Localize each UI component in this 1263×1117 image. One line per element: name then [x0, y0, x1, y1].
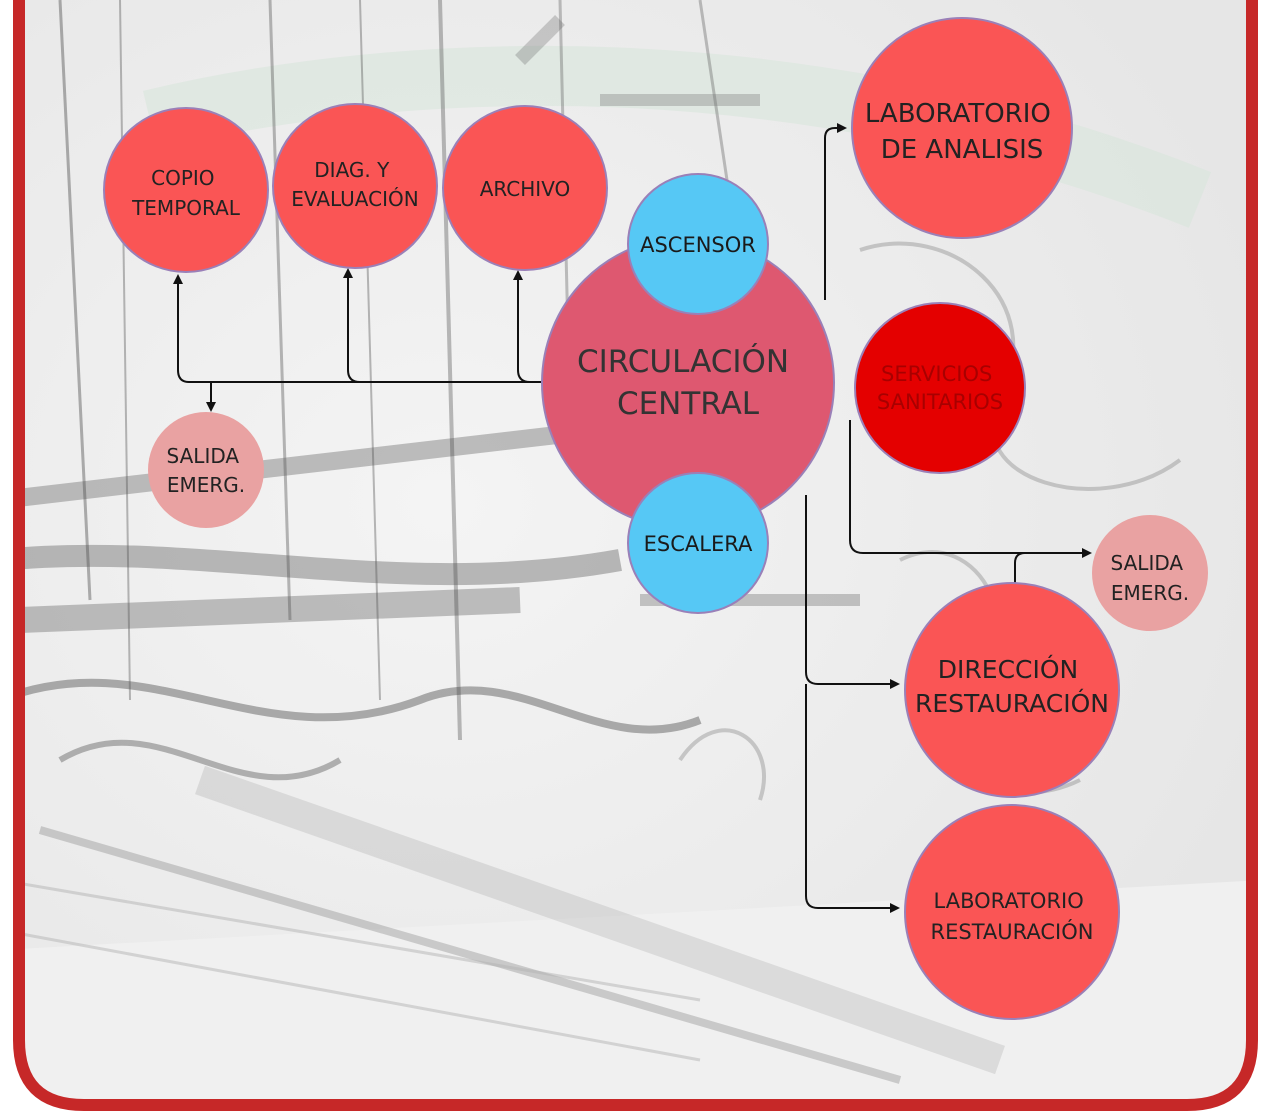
node-circulacion-label: CIRCULACIÓN CENTRAL: [577, 343, 799, 422]
node-archivo-label: ARCHIVO: [480, 177, 571, 201]
node-lab-restauracion: LABORATORIO RESTAURACIÓN: [904, 804, 1120, 1020]
connector-to-direccion: [805, 495, 900, 689]
node-salida-right: SALIDA EMERG.: [1092, 515, 1208, 631]
connector-to-archivo: [513, 270, 531, 383]
node-servicios-sanitarios: SERVICIOS SANITARIOS: [854, 302, 1026, 474]
connector-to-diag: [343, 268, 361, 383]
node-servicios-label: SERVICIOS SANITARIOS: [877, 362, 1003, 414]
node-copio-label: COPIO TEMPORAL: [131, 166, 241, 220]
node-diag-label: DIAG. Y EVALUACIÓN: [291, 158, 418, 211]
connector-to-copio: [173, 274, 211, 383]
connectors: [173, 123, 1092, 913]
node-direccion-label: DIRECCIÓN RESTAURACIÓN: [915, 654, 1109, 718]
node-ascensor-label: ASCENSOR: [640, 233, 756, 257]
node-copio-temporal: COPIO TEMPORAL: [103, 107, 269, 273]
node-circulacion-central: CIRCULACIÓN CENTRAL: [541, 236, 835, 530]
node-lab-analisis: LABORATORIO DE ANALISIS: [851, 17, 1073, 239]
node-lab-analisis-label: LABORATORIO DE ANALISIS: [865, 99, 1059, 165]
node-ascensor: ASCENSOR: [627, 173, 769, 315]
node-diag-evaluacion: DIAG. Y EVALUACIÓN: [272, 103, 438, 269]
node-archivo: ARCHIVO: [442, 105, 608, 271]
node-escalera-label: ESCALERA: [644, 532, 753, 556]
connector-to-salida-right: [849, 420, 1092, 558]
node-salida-left: SALIDA EMERG.: [148, 412, 264, 528]
node-salida-right-label: SALIDA EMERG.: [1111, 551, 1190, 605]
node-direccion-restauracion: DIRECCIÓN RESTAURACIÓN: [904, 582, 1120, 798]
node-lab-restauracion-label: LABORATORIO RESTAURACIÓN: [931, 889, 1094, 944]
node-escalera: ESCALERA: [627, 472, 769, 614]
node-salida-left-label: SALIDA EMERG.: [167, 444, 246, 497]
connector-exit-branch: [1014, 552, 1026, 585]
connector-to-lab-restauracion: [805, 684, 900, 913]
connector-to-lab-analisis: [824, 123, 847, 300]
